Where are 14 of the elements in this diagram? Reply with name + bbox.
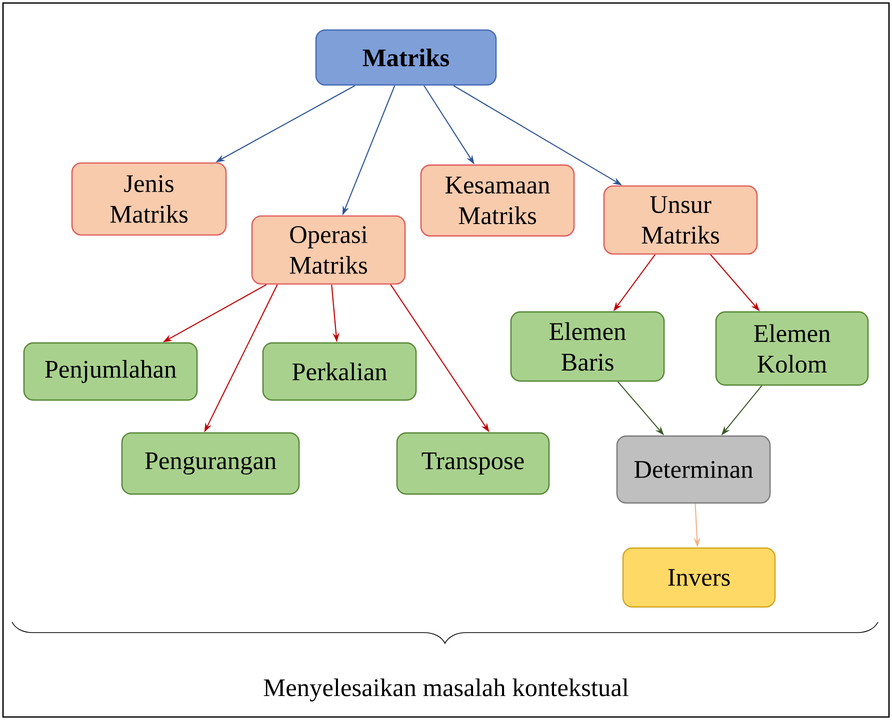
title-box: Matriks bbox=[315, 29, 497, 86]
concept-box: Determinan bbox=[616, 435, 771, 504]
concept-box: Pengurangan bbox=[121, 432, 300, 495]
concept-box: Transpose bbox=[396, 432, 550, 495]
concept-box: Unsur Matriks bbox=[603, 185, 758, 255]
concept-box: Invers bbox=[622, 547, 776, 608]
concept-box: Operasi Matriks bbox=[251, 215, 406, 285]
concept-box: Perkalian bbox=[262, 342, 417, 401]
concept-box: Kesamaan Matriks bbox=[420, 164, 575, 237]
concept-box: Jenis Matriks bbox=[71, 162, 227, 236]
concept-box: Penjumlahan bbox=[23, 342, 198, 401]
concept-box: Elemen Baris bbox=[510, 311, 665, 382]
concept-box: Elemen Kolom bbox=[715, 311, 869, 386]
caption-text: Menyelesaikan masalah kontekstual bbox=[264, 678, 628, 702]
